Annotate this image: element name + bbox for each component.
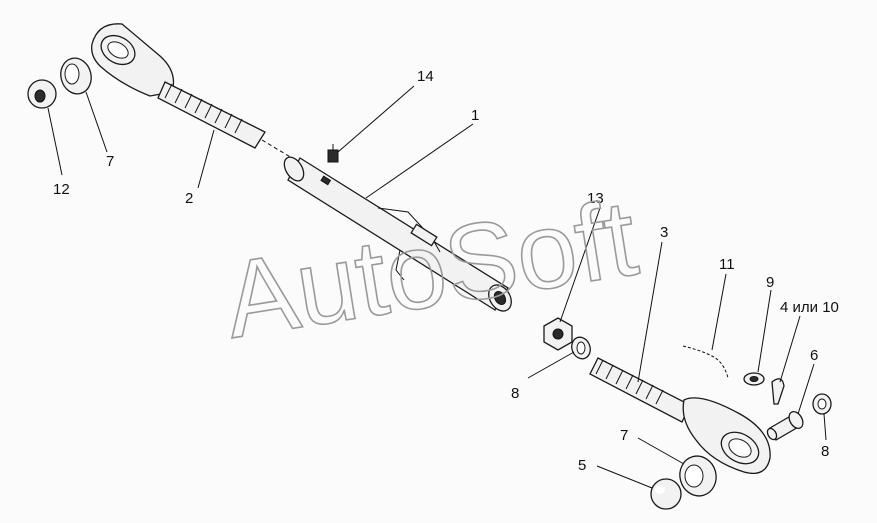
thread-3 — [595, 359, 664, 405]
part-2-upper-eye-rod — [91, 23, 293, 159]
callout-1: 1 — [471, 107, 479, 124]
callout-12: 12 — [53, 181, 70, 198]
callout-7-lower: 7 — [620, 427, 628, 444]
callout-9: 9 — [766, 274, 774, 291]
part-11-chain — [682, 345, 729, 379]
callout-3: 3 — [660, 224, 668, 241]
callout-13: 13 — [587, 190, 604, 207]
callout-labels: 14 1 2 7 12 13 3 11 9 4 или 10 6 8 8 7 5 — [53, 68, 839, 474]
thread-2 — [164, 83, 243, 134]
leader-lines — [47, 85, 827, 489]
callout-14: 14 — [417, 68, 434, 85]
callout-4-or-10: 4 или 10 — [780, 299, 839, 316]
tube-bracket — [377, 207, 441, 281]
part-7-lower-bushing — [679, 455, 717, 497]
callout-8-middle: 8 — [511, 385, 519, 402]
callout-5: 5 — [578, 457, 586, 474]
callout-7-upper: 7 — [106, 153, 114, 170]
part-8-right-washer — [812, 393, 832, 415]
part-4-or-10-pin — [771, 378, 785, 405]
callout-11: 11 — [719, 256, 735, 273]
part-8-middle-washer — [571, 336, 591, 360]
part-9-clip — [743, 372, 765, 386]
callout-6: 6 — [810, 347, 818, 364]
part-14-grease-fitting — [327, 144, 339, 163]
part-12-ball — [27, 79, 57, 109]
callout-2: 2 — [185, 190, 193, 207]
part-13-nut — [543, 317, 573, 351]
part-7-upper-bushing — [60, 57, 92, 95]
watermark-text: AutoSoft — [216, 176, 644, 360]
part-5-ball — [650, 478, 682, 510]
part-6-pin — [766, 410, 804, 441]
callout-8-right: 8 — [821, 443, 829, 460]
part-1-central-tube — [283, 156, 512, 312]
part-3-lower-eye-rod — [589, 357, 771, 475]
